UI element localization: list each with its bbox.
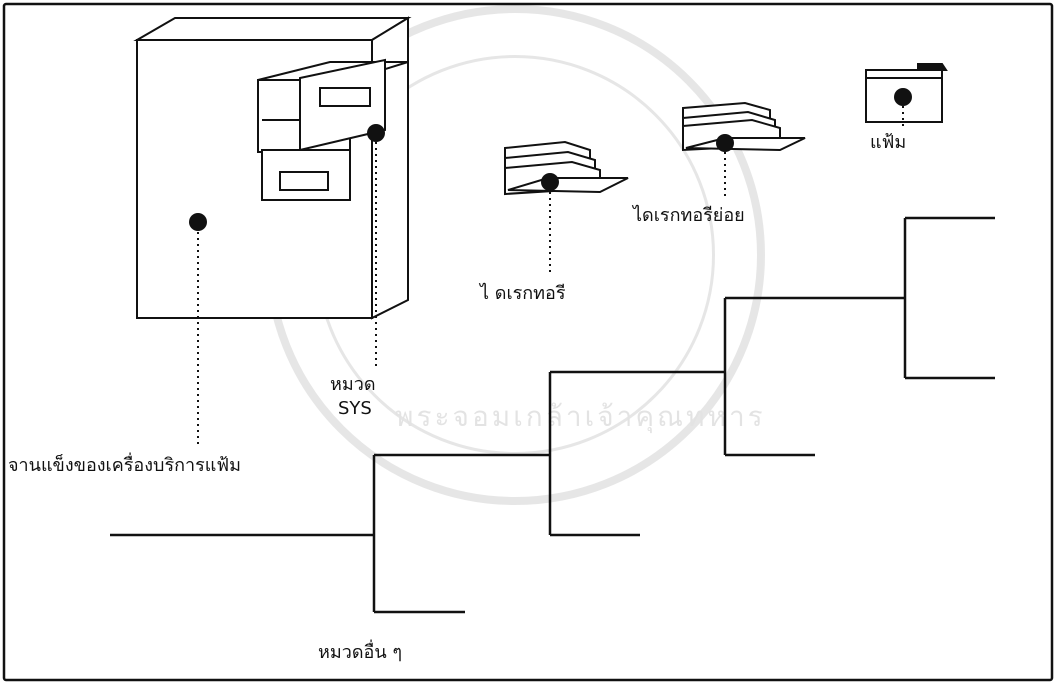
hard-disk-label: จานแข็งของเครื่องบริการแฟ้ม — [8, 455, 241, 477]
file-dot — [894, 88, 912, 106]
subdirectory-dot — [716, 134, 734, 152]
file-label: แฟ้ม — [870, 132, 906, 154]
directory-dot — [541, 173, 559, 191]
cabinet-disk-dot — [189, 213, 207, 231]
filing-cabinet-icon — [137, 18, 408, 318]
subdirectory-label: ไดเรกทอรีย่อย — [633, 205, 745, 227]
sys-volume-label-line2: SYS — [338, 398, 372, 420]
cabinet-volume-dot — [367, 124, 385, 142]
directory-folder-stack-icon — [505, 142, 628, 194]
sys-volume-label-line1: หมวด — [330, 374, 376, 396]
subdirectory-folder-stack-icon — [683, 103, 805, 150]
other-volumes-label: หมวดอื่น ๆ — [318, 642, 402, 664]
directory-label: ไ ดเรกทอรี — [480, 283, 566, 305]
